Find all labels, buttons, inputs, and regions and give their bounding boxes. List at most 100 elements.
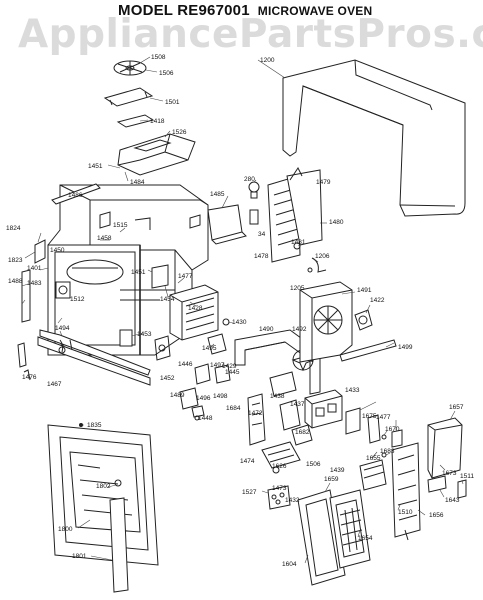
part-label: 1643 xyxy=(445,497,460,504)
control-panel-frame xyxy=(391,417,467,541)
oven-cavity xyxy=(47,184,209,356)
control-panel-face xyxy=(297,489,371,586)
part-label: 1659 xyxy=(324,476,339,483)
product-name: MICROWAVE OVEN xyxy=(257,4,373,18)
part-label: 1494 xyxy=(55,325,70,332)
part-label: 1206 xyxy=(315,253,330,260)
part-label: 1492 xyxy=(292,326,307,333)
part-label: 1490 xyxy=(259,326,274,333)
part-label: 1508 xyxy=(151,54,166,61)
part-label: 1801 xyxy=(72,553,87,560)
part-label: 1673 xyxy=(442,470,457,477)
part-label: 1477 xyxy=(178,273,193,280)
part-label: 1670 xyxy=(385,426,400,433)
part-label: 1489 xyxy=(170,392,185,399)
part-label: 1656 xyxy=(429,512,444,519)
part-label: 1499 xyxy=(398,344,413,351)
part-label: 1657 xyxy=(449,404,464,411)
part-label: 1800 xyxy=(58,526,73,533)
part-label: 1626 xyxy=(272,463,287,470)
part-label: 1479 xyxy=(316,179,331,186)
part-label: 1430 xyxy=(232,319,247,326)
part-label: 1450 xyxy=(50,247,65,254)
part-label: 1439 xyxy=(330,467,345,474)
fan-housing xyxy=(299,281,397,363)
part-label: 1433 xyxy=(345,387,360,394)
leader-lines xyxy=(21,56,464,564)
part-label: 1824 xyxy=(6,225,21,232)
part-label: 1512 xyxy=(70,296,85,303)
part-label: 1823 xyxy=(8,257,23,264)
part-label: 1477 xyxy=(376,414,391,421)
part-label: 1488 xyxy=(8,278,23,285)
part-label: 1483 xyxy=(27,280,42,287)
part-label: 1506 xyxy=(159,70,174,77)
part-label: 1432 xyxy=(285,497,300,504)
part-label: 1496 xyxy=(196,395,211,402)
part-label: 1445 xyxy=(225,369,240,376)
part-label: 1511 xyxy=(460,473,474,480)
part-label: 1472 xyxy=(248,410,263,417)
part-label: 1401 xyxy=(27,265,42,272)
watermark: AppliancePartsPros.com xyxy=(18,12,483,57)
part-label: 1437 xyxy=(290,401,305,408)
part-label: 1473 xyxy=(272,485,287,492)
part-label: 1478 xyxy=(254,253,269,260)
left-trim-parts xyxy=(17,183,151,386)
part-label: 1491 xyxy=(357,287,372,294)
part-label: 1683 xyxy=(380,448,395,455)
part-label: 1452 xyxy=(160,375,175,382)
part-label: 1675 xyxy=(362,413,377,420)
outer-case-wrapper xyxy=(282,59,466,217)
part-label: 1604 xyxy=(282,561,297,568)
diagram-title: MODEL RE967001 MICROWAVE OVEN xyxy=(118,2,372,19)
part-label: 1453 xyxy=(137,331,152,338)
part-label: 1467 xyxy=(47,381,62,388)
part-label: 1835 xyxy=(87,422,102,429)
part-label: 1418 xyxy=(150,118,165,125)
part-label: 1451 xyxy=(131,269,146,276)
control-electronics xyxy=(247,371,403,510)
part-label: 1684 xyxy=(226,405,241,412)
part-label: 1446 xyxy=(178,361,193,368)
model-number: MODEL RE967001 xyxy=(118,2,250,19)
part-label: 1526 xyxy=(172,129,187,136)
part-label: 1655 xyxy=(366,455,381,462)
part-label: 1484 xyxy=(130,179,145,186)
part-label: 1451 xyxy=(88,163,103,170)
center-brackets xyxy=(179,318,231,421)
part-label: 1481 xyxy=(291,239,306,246)
part-label: 1205 xyxy=(290,285,305,292)
part-label: 1448 xyxy=(198,415,213,422)
part-label: 1476 xyxy=(22,374,37,381)
door-assembly xyxy=(47,423,159,593)
part-label: 1515 xyxy=(113,222,128,229)
part-label: 1682 xyxy=(295,429,310,436)
part-label: 1501 xyxy=(165,99,180,106)
part-label: 1486 xyxy=(68,192,83,199)
part-label: 1454 xyxy=(160,296,175,303)
part-label: 1654 xyxy=(358,535,373,542)
part-labels: 1508 1506 1501 1418 1526 1451 1484 1486 … xyxy=(6,54,474,568)
part-label: 1474 xyxy=(240,458,255,465)
part-label: 1422 xyxy=(370,297,385,304)
part-label: 1458 xyxy=(97,235,112,242)
part-label: 1495 xyxy=(202,345,217,352)
part-label: 1510 xyxy=(398,509,413,516)
part-label: 1498 xyxy=(213,393,228,400)
part-label: 1480 xyxy=(329,219,344,226)
part-label: 1506 xyxy=(306,461,321,468)
part-label: 1485 xyxy=(210,191,225,198)
transformer-assembly xyxy=(151,264,219,361)
stirrer-assembly xyxy=(103,60,196,176)
part-label: 1428 xyxy=(188,305,203,312)
air-guide-and-lamp xyxy=(207,167,327,273)
part-label: 1527 xyxy=(242,489,257,496)
part-label: 1497 xyxy=(210,362,225,369)
part-label: 1438 xyxy=(270,393,285,400)
part-label: 34 xyxy=(258,231,266,238)
part-label: 280 xyxy=(244,176,255,183)
part-label: 1200 xyxy=(260,57,275,64)
